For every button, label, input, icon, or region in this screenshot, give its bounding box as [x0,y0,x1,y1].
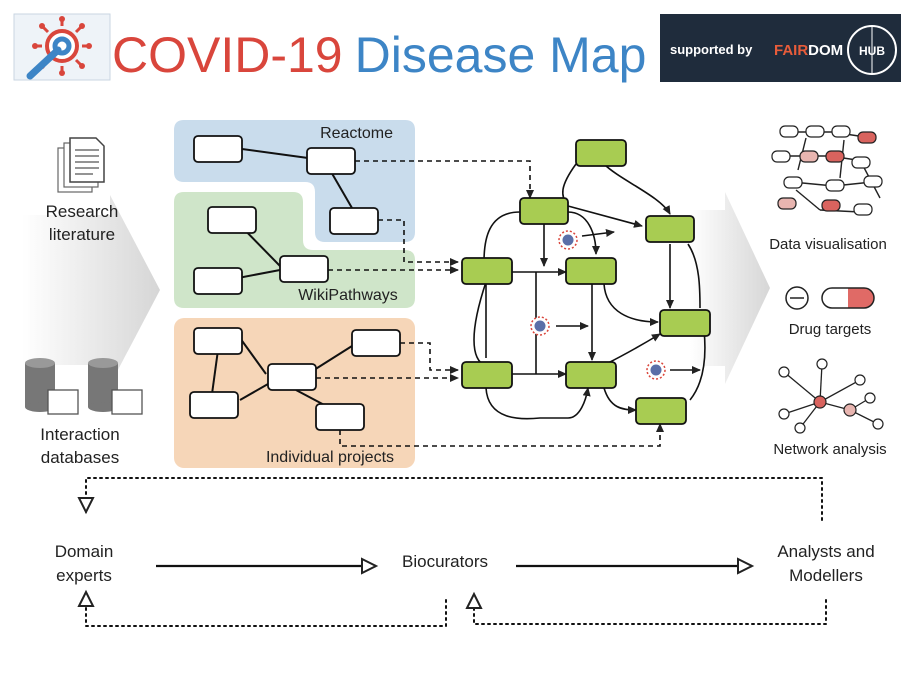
integration-flows [316,160,664,447]
database-icon [25,358,143,415]
virus-icon [530,316,550,336]
input-big-arrow [22,195,160,385]
wikipathways-label: WikiPathways [298,287,398,304]
fairdomhub-badge[interactable]: supported by FAIRDOM HUB [660,14,901,82]
map-node [565,257,617,285]
analysts-modellers-label-1: Analysts and [777,542,874,561]
logo-virus-wrench-icon [13,13,111,81]
project-node [189,391,239,419]
research-literature-label-2: literature [49,225,115,244]
map-node [565,361,617,389]
badge-brand-dom: DOM [808,42,843,59]
reactome-label: Reactome [320,125,393,142]
interaction-databases-label-1: Interaction [40,425,119,444]
reactome-node [193,135,243,163]
project-node [267,363,317,391]
reactome-node [329,207,379,235]
virus-icon [646,360,666,380]
badge-brand: FAIRDOM [774,42,843,59]
data-visualisation-icon [771,125,883,216]
feedback-loops [77,477,827,627]
title-disease-map: Disease Map [355,27,647,83]
virus-markers [530,230,666,380]
map-node [575,139,627,167]
biocurators-label: Biocurators [402,552,488,571]
document-icon [57,137,105,193]
interaction-databases-label-2: databases [41,448,119,467]
map-node [519,197,569,225]
wikipathways-node [193,267,243,295]
reactome-node [306,147,356,175]
map-node [461,257,513,285]
project-node [351,329,401,357]
individual-projects-label: Individual projects [266,449,394,466]
map-edges [473,163,706,420]
project-node [315,403,365,431]
output-big-arrow [690,192,770,384]
map-nodes [461,139,711,425]
data-visualisation-label: Data visualisation [769,236,887,253]
network-analysis-icon [778,358,884,434]
badge-brand-fair: FAIR [774,42,808,59]
drug-targets-icon [785,286,875,310]
map-node [461,361,513,389]
virus-icon [558,230,578,250]
badge-prefix: supported by [670,42,753,57]
research-literature-label-1: Research [46,202,119,221]
wikipathways-node [279,255,329,283]
project-node [193,327,243,355]
map-node [659,309,711,337]
network-analysis-label: Network analysis [773,441,886,458]
domain-experts-label-2: experts [56,566,112,585]
map-node [645,215,695,243]
panel-nodes [189,135,401,431]
wikipathways-node [207,206,257,234]
domain-experts-label-1: Domain [55,542,114,561]
title-covid: COVID-19 [112,27,343,83]
drug-targets-label: Drug targets [789,321,872,338]
analysts-modellers-label-2: Modellers [789,566,863,585]
map-node [635,397,687,425]
badge-hub: HUB [859,44,885,58]
